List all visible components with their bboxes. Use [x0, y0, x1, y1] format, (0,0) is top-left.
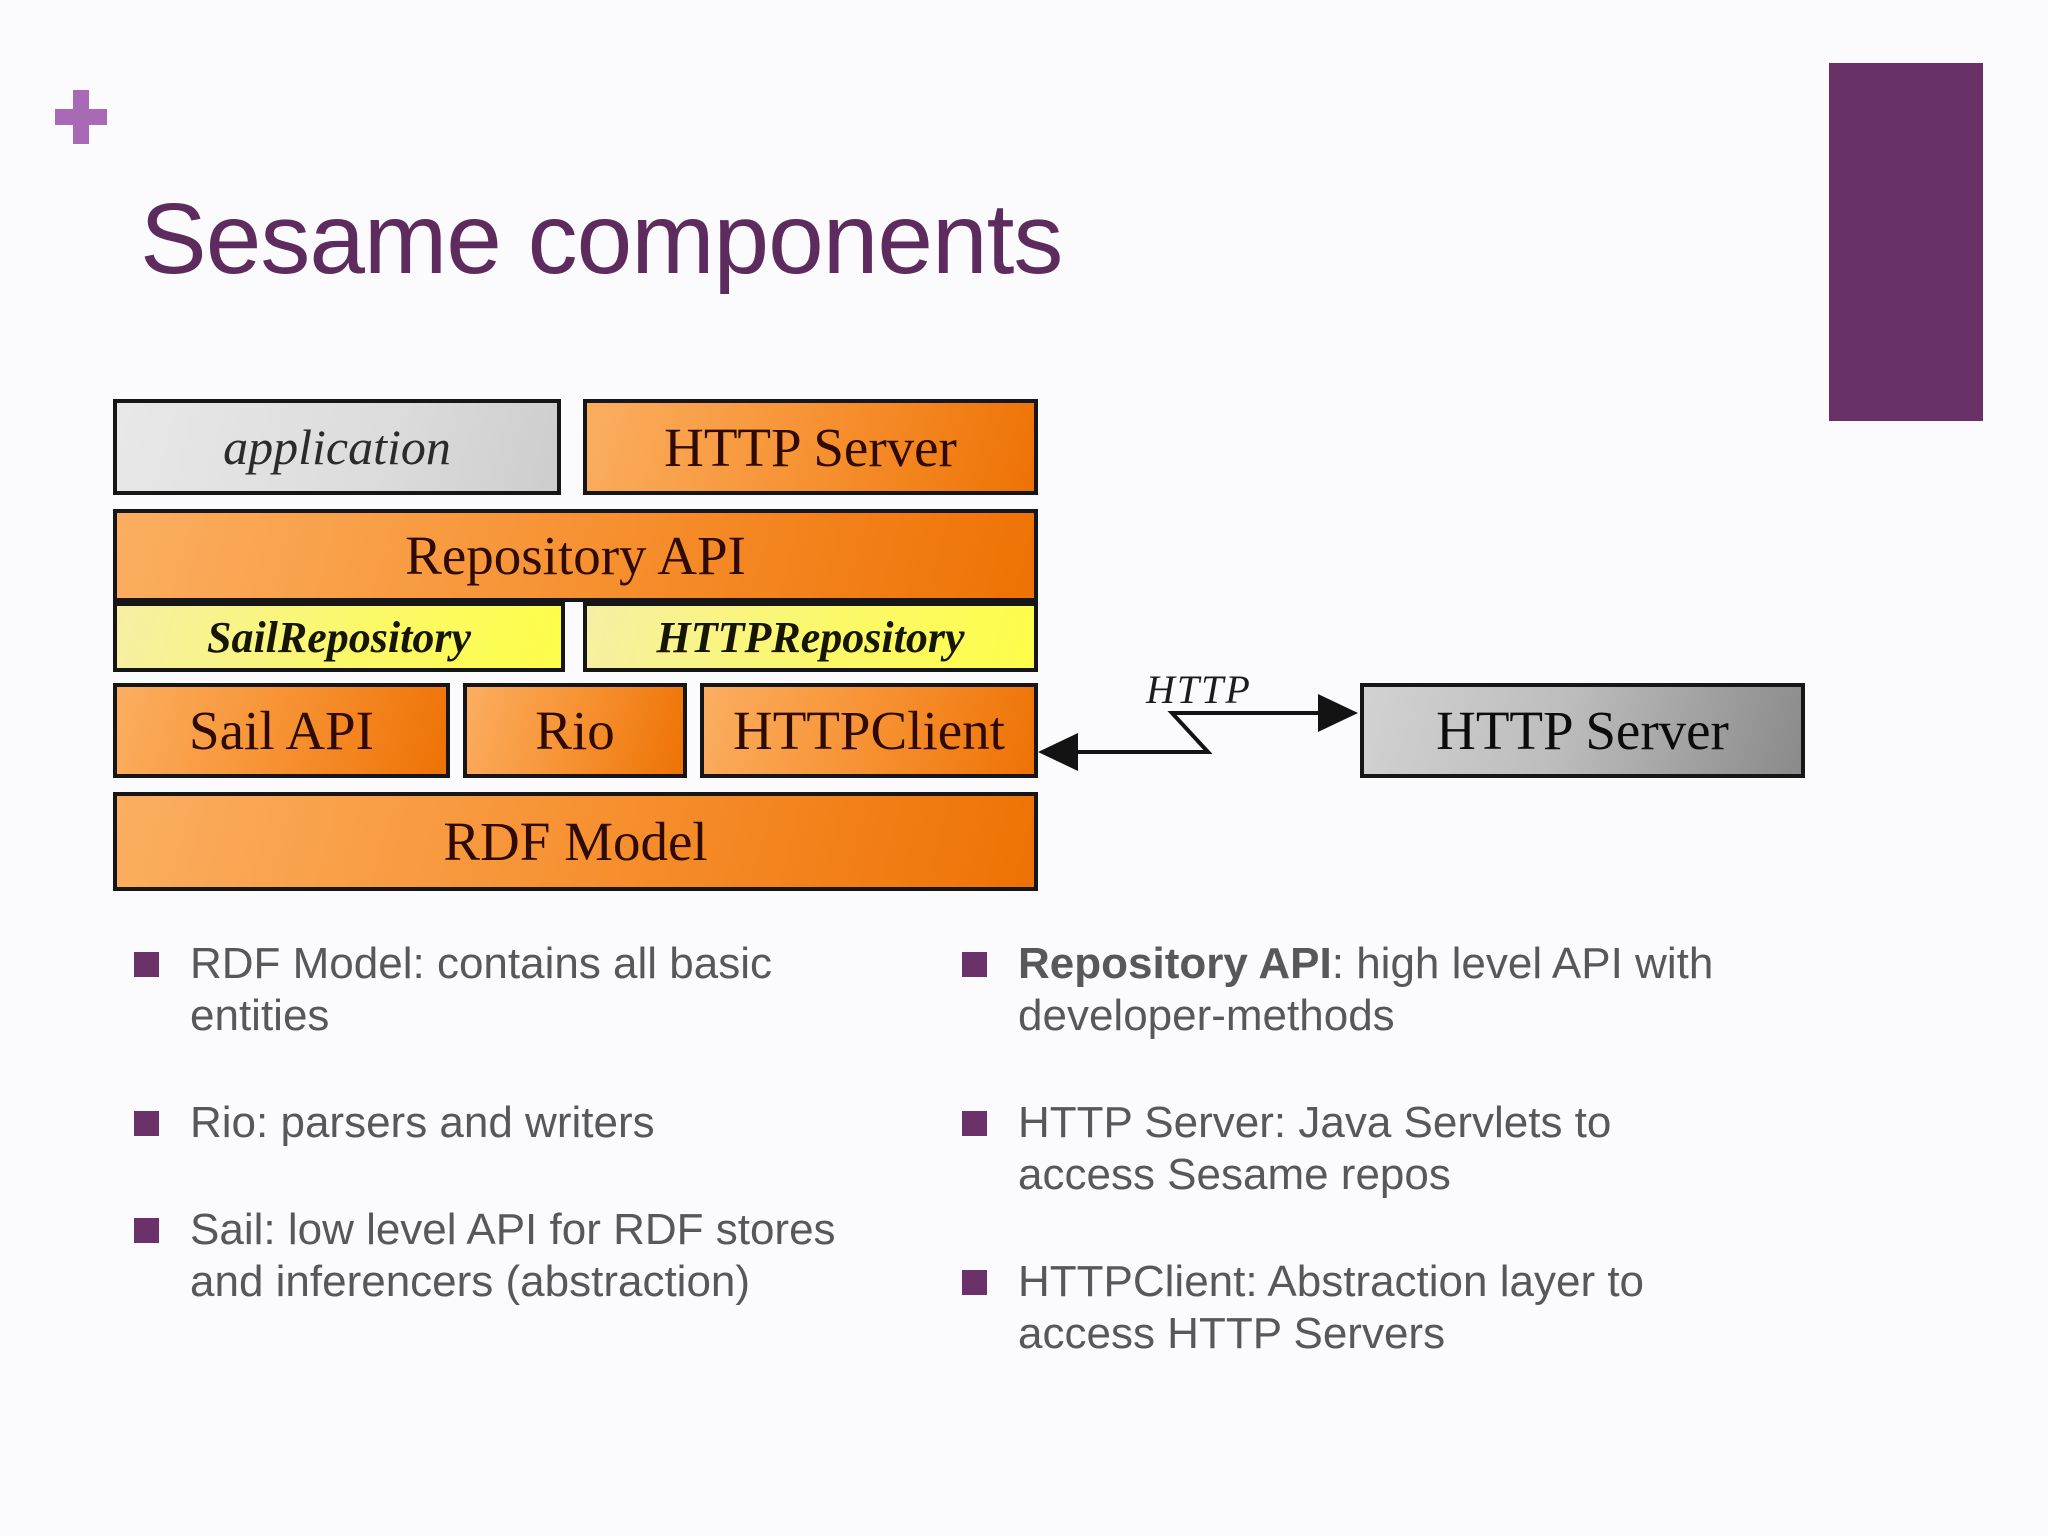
diagram-box-http-repository: HTTPRepository [583, 602, 1038, 672]
diagram-box-sail-repository: SailRepository [113, 602, 565, 672]
bullet-square-icon [962, 1111, 987, 1136]
bullet-square-icon [962, 952, 987, 977]
diagram-box-sail-api: Sail API [113, 683, 450, 778]
list-item: Sail: low level API for RDF stores and i… [134, 1204, 854, 1308]
arrowhead-left-icon [1038, 733, 1078, 771]
diagram-label: RDF Model [443, 811, 708, 872]
bullet-square-icon [134, 952, 159, 977]
bullet-list-left: RDF Model: contains all basic entities R… [134, 938, 854, 1363]
bullet-square-icon [962, 1270, 987, 1295]
list-item: RDF Model: contains all basic entities [134, 938, 854, 1042]
diagram-label: application [223, 419, 451, 475]
diagram-box-rio: Rio [463, 683, 687, 778]
bullet-list-right: Repository API: high level API with deve… [962, 938, 1724, 1415]
list-item: Rio: parsers and writers [134, 1097, 854, 1149]
diagram-label: HTTPRepository [656, 612, 965, 662]
http-zigzag-arrow-icon [1038, 694, 1358, 771]
bullet-text: Rio: parsers and writers [190, 1098, 655, 1147]
diagram-label: SailRepository [206, 612, 472, 662]
list-item: HTTPClient: Abstraction layer to access … [962, 1256, 1724, 1360]
list-item: HTTP Server: Java Servlets to access Ses… [962, 1097, 1724, 1201]
arrow-label: HTTP [1146, 667, 1252, 712]
plus-icon [55, 90, 107, 144]
diagram-label: HTTP Server [664, 416, 957, 478]
arrowhead-right-icon [1318, 694, 1358, 732]
list-item: Repository API: high level API with deve… [962, 938, 1724, 1042]
diagram-box-application: application [113, 399, 561, 495]
diagram-label: Repository API [405, 525, 746, 586]
accent-bar [1829, 63, 1983, 421]
diagram-box-http-server: HTTP Server [583, 399, 1038, 495]
bullet-text-bold: Repository API [1018, 939, 1332, 988]
diagram-label: HTTP Server [1436, 700, 1729, 761]
page-title: Sesame components [140, 183, 1063, 295]
diagram-box-rdf-model: RDF Model [113, 792, 1038, 891]
bullet-text: HTTPClient: Abstraction layer to access … [1018, 1257, 1645, 1358]
diagram-box-http-client: HTTPClient [700, 683, 1038, 778]
diagram-label: Rio [535, 700, 615, 761]
bullet-text: Sail: low level API for RDF stores and i… [190, 1205, 836, 1306]
diagram-label: Sail API [189, 700, 374, 761]
bullet-text: : high level API with developer-methods [1018, 939, 1714, 1040]
diagram-box-external-http-server: HTTP Server [1360, 683, 1805, 778]
bullet-text: HTTP Server: Java Servlets to access Ses… [1018, 1098, 1612, 1199]
bullet-square-icon [134, 1111, 159, 1136]
diagram-box-repository-api: Repository API [113, 509, 1038, 602]
bullet-text: RDF Model: contains all basic entities [190, 939, 773, 1040]
diagram-label: HTTPClient [733, 700, 1005, 761]
bullet-square-icon [134, 1218, 159, 1243]
